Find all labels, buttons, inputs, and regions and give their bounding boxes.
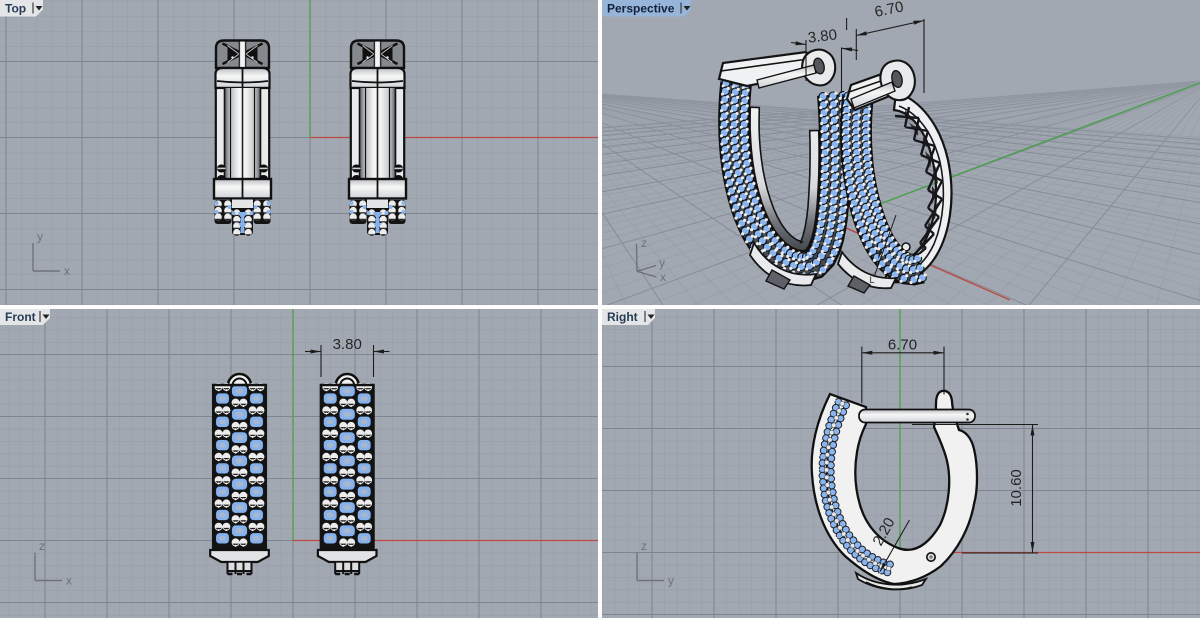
svg-text:y: y bbox=[659, 256, 665, 270]
svg-text:y: y bbox=[37, 230, 43, 244]
svg-text:z: z bbox=[39, 539, 45, 553]
svg-text:Front: Front bbox=[5, 310, 36, 324]
svg-text:3.80: 3.80 bbox=[333, 336, 362, 353]
svg-text:6.70: 6.70 bbox=[888, 337, 917, 354]
svg-text:10.60: 10.60 bbox=[1008, 469, 1025, 507]
svg-text:y: y bbox=[668, 574, 674, 588]
svg-text:x: x bbox=[66, 574, 72, 588]
svg-text:Right: Right bbox=[607, 310, 638, 324]
svg-text:x: x bbox=[64, 264, 70, 278]
svg-text:Top: Top bbox=[5, 2, 26, 16]
svg-text:3.80: 3.80 bbox=[807, 26, 838, 46]
svg-text:6.70: 6.70 bbox=[873, 0, 905, 21]
svg-text:Perspective: Perspective bbox=[607, 2, 675, 16]
svg-text:L: L bbox=[869, 275, 874, 285]
svg-text:x: x bbox=[660, 270, 666, 284]
svg-text:z: z bbox=[641, 236, 647, 250]
svg-text:z: z bbox=[641, 539, 647, 553]
